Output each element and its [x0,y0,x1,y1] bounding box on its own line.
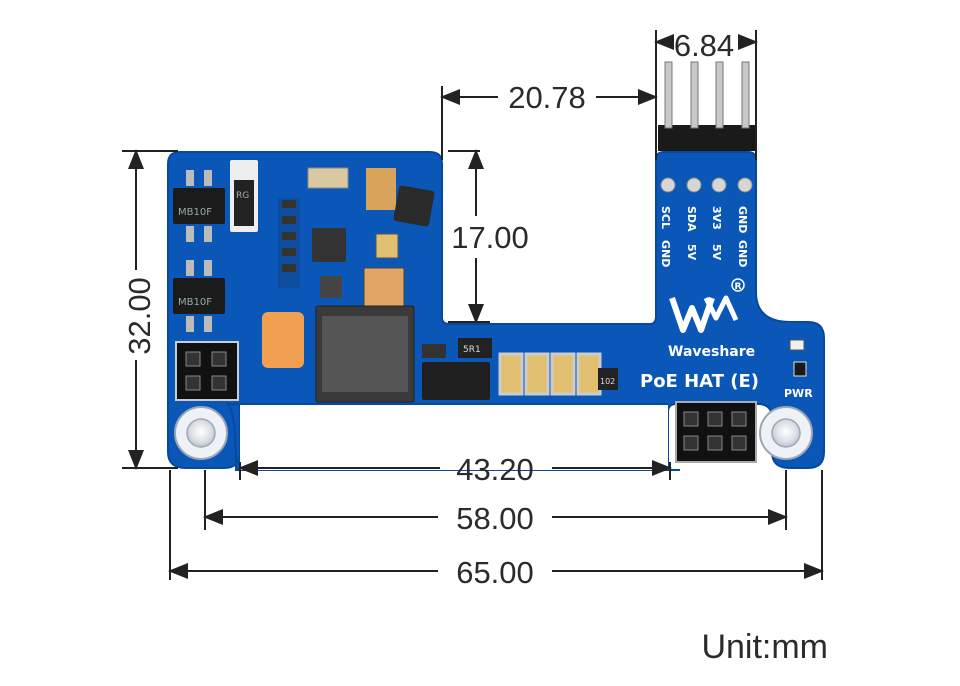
mounting-hole-right [759,406,813,460]
chip-label-rg: RG [236,191,249,201]
gpio-header-pins [658,61,755,193]
pin-label-5v-2: 5V [710,244,723,261]
chip-label-5r1: 5R1 [463,345,481,355]
waveshare-logo: R Waveshare [668,278,755,360]
dim-hole-span: 58.00 [456,501,534,536]
board-name: PoE HAT (E) [640,371,759,392]
dimension-lines [122,30,824,580]
chip-label-mb10f-2: MB10F [178,297,212,308]
dim-total-height: 32.00 [122,277,157,355]
svg-text:R: R [735,282,742,292]
pin-label-sda: SDA [685,206,698,232]
pwr-label: PWR [784,387,813,400]
pin-labels: SCL SDA 3V3 GND GND 5V 5V GND [659,206,749,267]
dim-header-width: 6.84 [674,28,734,63]
unit-label: Unit:mm [701,628,828,666]
dim-header-offset: 20.78 [508,80,586,115]
pin-label-scl: SCL [659,206,672,229]
chip-label-mb10f-1: MB10F [178,207,212,218]
pin-label-gnd-3: GND [736,240,749,267]
pin-label-gnd-1: GND [736,206,749,233]
dim-total-width: 65.00 [456,555,534,590]
pin-label-gnd-2: GND [659,240,672,267]
dim-step-height: 17.00 [451,220,529,255]
brand-text: Waveshare [668,344,755,360]
pin-label-3v3: 3V3 [710,206,723,230]
pin-label-5v-1: 5V [685,244,698,261]
dim-inner-span: 43.20 [456,452,534,487]
chip-label-102: 102 [600,377,615,386]
components: MB10F MB10F RG 5R1 [173,160,757,463]
mounting-hole-left [174,406,228,460]
